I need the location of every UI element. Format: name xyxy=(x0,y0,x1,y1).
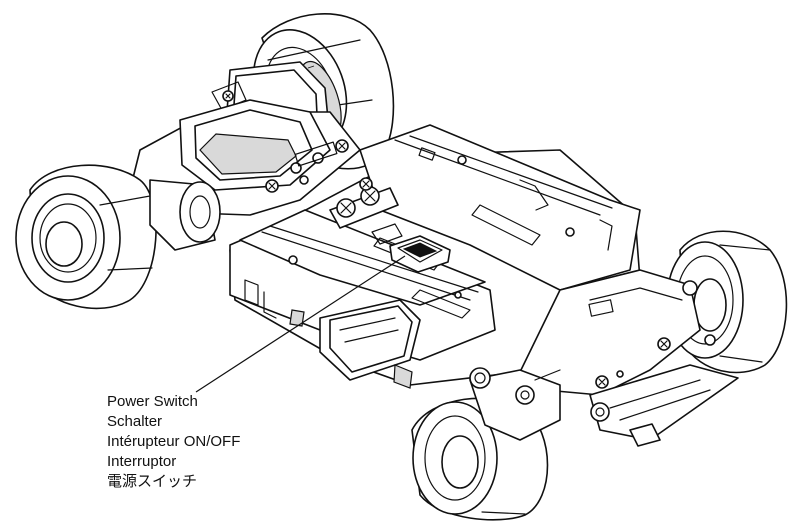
front-hub-assembly xyxy=(469,367,561,441)
front-left-hub xyxy=(149,179,221,251)
label-french: Intérupteur ON/OFF xyxy=(107,433,241,450)
label-japanese: 電源スイッチ xyxy=(107,473,198,490)
center-screws xyxy=(329,177,403,245)
power-switch-labels: Power Switch Schalter Intérupteur ON/OFF… xyxy=(107,392,240,492)
label-german: Schalter xyxy=(107,413,163,430)
battery-cover xyxy=(229,209,496,389)
front-bumper xyxy=(519,269,739,447)
wheel-front-left xyxy=(15,164,157,310)
leader-line xyxy=(195,255,406,393)
label-spanish: Interruptor xyxy=(107,453,177,470)
power-switch xyxy=(389,235,451,273)
label-english: Power Switch xyxy=(107,393,198,410)
